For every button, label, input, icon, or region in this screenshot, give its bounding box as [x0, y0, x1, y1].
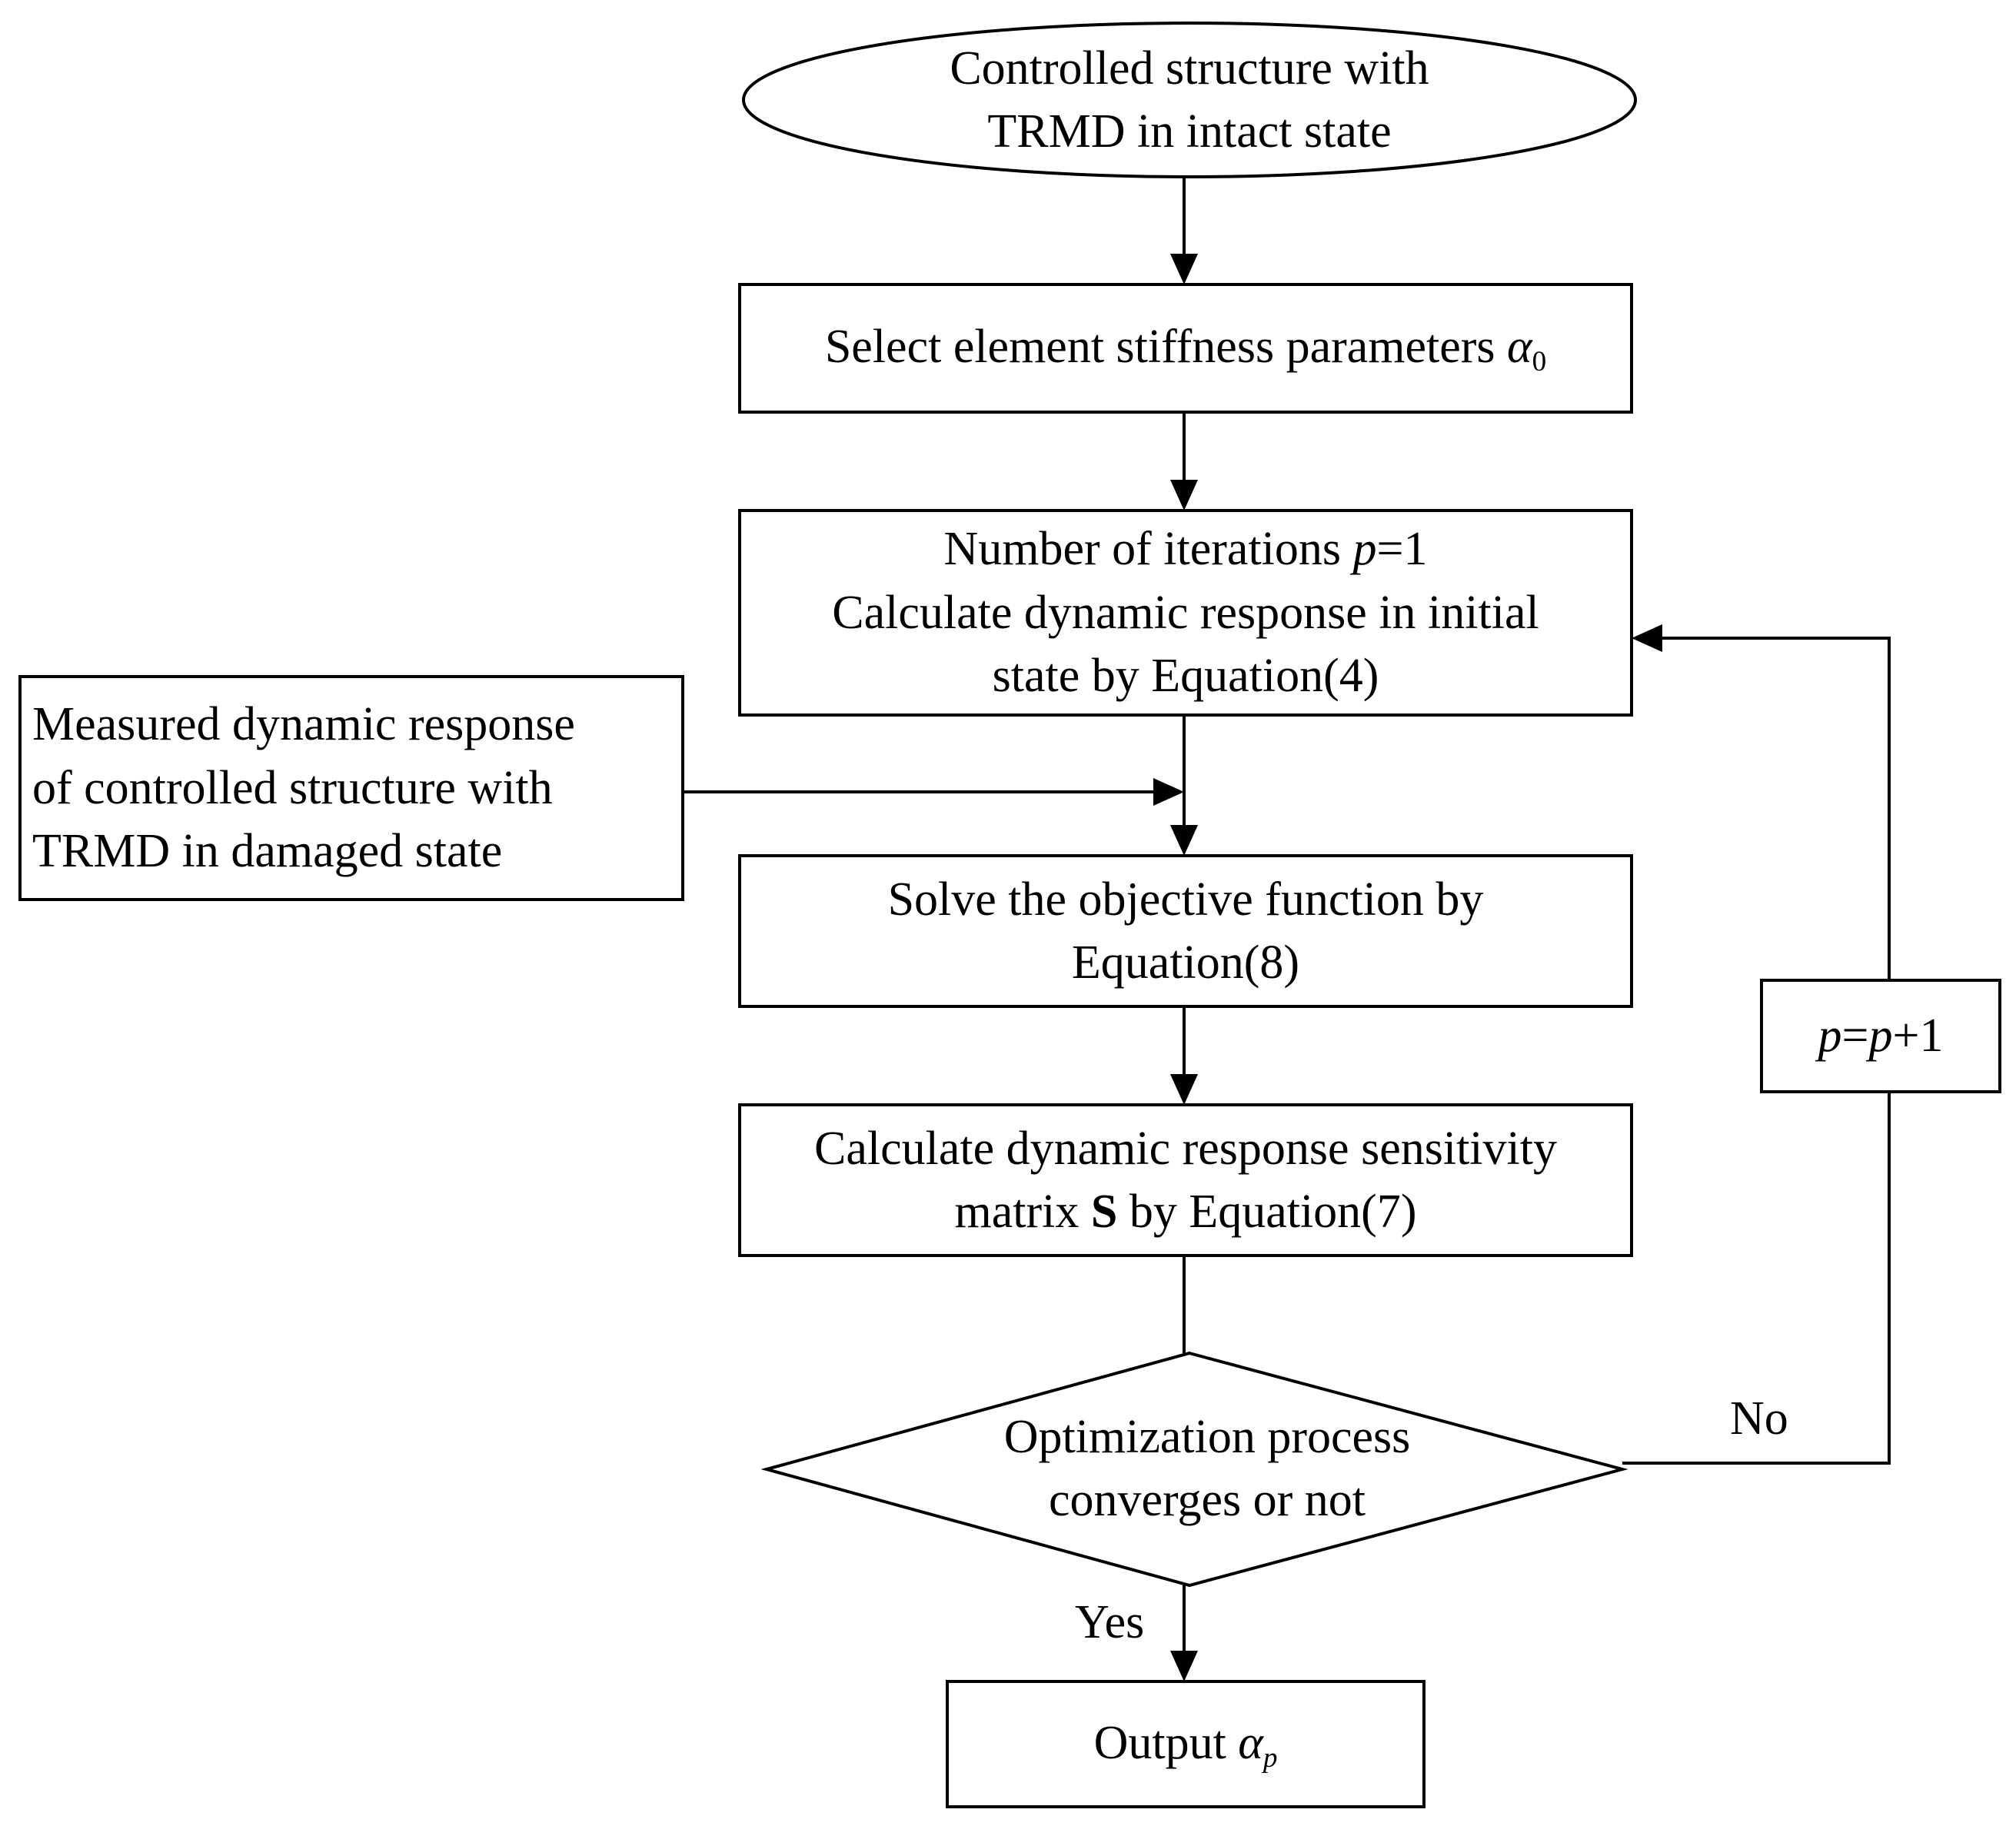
iterate-node-line3: state by Equation(4)	[992, 650, 1379, 703]
arrowhead-objective	[1170, 825, 1198, 856]
iterate-node-var: p	[1352, 523, 1377, 576]
sensitivity-node-line2: matrix S by Equation(7)	[955, 1180, 1417, 1243]
measured-node-line2: of controlled structure with	[32, 761, 553, 814]
arrowhead-select	[1170, 254, 1198, 284]
sensitivity-matrix-symbol: S	[1090, 1186, 1118, 1238]
objective-node-line2: Equation(8)	[1071, 936, 1300, 989]
yes-edge-label: Yes	[1075, 1596, 1145, 1648]
increment-rest: +1	[1892, 1009, 1944, 1063]
increment-eq: =	[1841, 1009, 1869, 1063]
alpha-symbol: α	[1507, 321, 1532, 374]
increment-var2: p	[1868, 1009, 1893, 1063]
decision-node-shape	[760, 1351, 1628, 1588]
start-node-line1: Controlled structure with	[950, 42, 1429, 95]
iterate-node-shape	[738, 509, 1633, 717]
sensitivity-node-line1: Calculate dynamic response sensitivity	[814, 1122, 1557, 1175]
decision-node-line1: Optimization process	[1003, 1410, 1411, 1463]
increment-node: p=p+1	[1762, 980, 2000, 1092]
select-node-text: Select element stiffness parameters α0	[825, 315, 1546, 381]
start-node-shape	[742, 22, 1637, 178]
iterate-node-line1-text: Number of iterations	[943, 523, 1353, 576]
output-node-shape	[946, 1680, 1426, 1808]
start-node: Controlled structure with TRMD in intact…	[744, 31, 1635, 169]
sensitivity-node-line2-post: by Equation(7)	[1117, 1186, 1417, 1238]
measured-node-line1: Measured dynamic response	[32, 698, 575, 751]
output-node-text: Output αp	[1094, 1711, 1278, 1778]
output-node-label: Output	[1093, 1716, 1239, 1769]
iterate-node: Number of iterations p=1 Calculate dynam…	[740, 511, 1632, 715]
select-node: Select element stiffness parameters α0	[740, 284, 1632, 412]
select-node-shape	[738, 283, 1633, 414]
sensitivity-node-line2-pre: matrix	[954, 1186, 1091, 1238]
start-node-line2: TRMD in intact state	[987, 105, 1392, 158]
arrowhead-iterate	[1170, 480, 1198, 511]
iterate-node-line1: Number of iterations p=1	[944, 517, 1428, 580]
no-edge-label: No	[1730, 1392, 1788, 1445]
arrowhead-output	[1170, 1651, 1198, 1681]
arrow-decision-no-branch	[1622, 1092, 1891, 1465]
arrowhead-measured	[1153, 778, 1184, 806]
decision-node: Optimization process converges or not	[900, 1399, 1515, 1538]
arrowhead-loop	[1632, 624, 1662, 652]
objective-node: Solve the objective function by Equation…	[740, 856, 1632, 1006]
output-alpha-subscript: p	[1262, 1741, 1278, 1774]
increment-var1: p	[1818, 1009, 1842, 1063]
arrowhead-sensitivity	[1170, 1074, 1198, 1105]
select-node-label: Select element stiffness parameters	[824, 321, 1508, 374]
measured-node: Measured dynamic response of controlled …	[20, 677, 683, 900]
measured-node-shape	[18, 675, 684, 901]
arrow-increment-loop	[1662, 637, 1891, 980]
measured-node-line3: TRMD in damaged state	[32, 825, 503, 878]
increment-node-text: p=p+1	[1818, 1004, 1944, 1067]
iterate-node-line2: Calculate dynamic response in initial	[832, 586, 1539, 639]
sensitivity-node: Calculate dynamic response sensitivity m…	[740, 1105, 1632, 1256]
output-node: Output αp	[947, 1681, 1424, 1807]
decision-node-line2: converges or not	[1048, 1474, 1366, 1526]
increment-node-shape	[1760, 979, 2001, 1093]
iterate-node-line1-rest: =1	[1376, 523, 1428, 576]
output-alpha-symbol: α	[1238, 1716, 1263, 1769]
alpha-subscript: 0	[1532, 346, 1547, 378]
objective-node-line1: Solve the objective function by	[887, 873, 1484, 926]
